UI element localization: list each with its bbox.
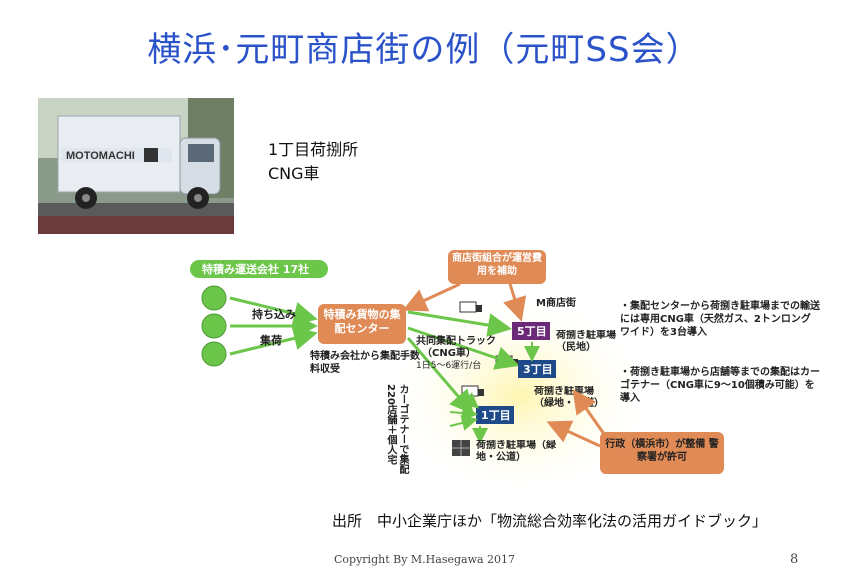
subsidy-arrow xyxy=(402,282,461,312)
parking-public-label-2: 荷捌き駐車場（緑地・公道） xyxy=(476,440,556,463)
arrow xyxy=(407,326,520,370)
center-fee-note: 特積み会社から集配手数料収受 xyxy=(310,351,420,375)
page-number: 8 xyxy=(790,552,799,567)
block-3chome-label: 3丁目 xyxy=(523,363,553,376)
admin-label: 行政（横浜市）が整備 警察署が許可 xyxy=(605,439,719,463)
cargo-container-icon xyxy=(452,440,470,456)
logistics-diagram: 特積み運送会社 17社 持ち込み 集荷 特積み貨物の集配センター 特積み会社から… xyxy=(190,250,820,486)
block-1chome-label: 1丁目 xyxy=(481,409,511,422)
arrow xyxy=(407,310,512,337)
arrow xyxy=(229,326,318,356)
truck-label-2: （CNG車） xyxy=(422,346,476,359)
carriers-label: 特積み運送会社 17社 xyxy=(202,262,309,276)
photo-caption-line2: CNG車 xyxy=(268,164,320,183)
block-5chome-label: 5丁目 xyxy=(517,325,547,338)
bullet-note-1: ・集配センターから荷捌き駐車場までの輸送には専用CNG車（天然ガス、2トンロング… xyxy=(620,301,820,338)
source-citation: 出所 中小企業庁ほか「物流総合効率化法の活用ガイドブック」 xyxy=(332,512,768,530)
consolidation-center-box xyxy=(318,304,406,344)
cart-note: カーゴテナーで集配220店舗＋個人宅 xyxy=(385,384,408,474)
carrier-circle xyxy=(201,341,227,367)
consolidation-center-label: 特積み貨物の集配センター xyxy=(323,308,401,335)
parking-private-label: 荷捌き駐車場（民地） xyxy=(556,330,616,353)
block-1chome xyxy=(476,406,514,424)
truck-label-3: 1日5～6運行/台 xyxy=(416,359,481,371)
carrier-circle xyxy=(201,313,227,339)
subsidy-arrow xyxy=(503,283,527,322)
association-label: 商店街組合が運営費用を補助 xyxy=(452,253,542,277)
copyright: Copyright By M.Hasegawa 2017 xyxy=(334,553,516,566)
carriers-label-box xyxy=(190,260,328,278)
arrow xyxy=(449,415,478,431)
association-box xyxy=(448,250,546,284)
arrow-label-bring: 持ち込み xyxy=(252,307,296,321)
street-label: M商店街 xyxy=(536,296,576,309)
parking-public-label: 荷捌き駐車場（緑地・公道） xyxy=(534,386,604,409)
carrier-circle xyxy=(201,285,227,311)
block-5chome xyxy=(512,322,550,340)
admin-arrow xyxy=(546,420,601,448)
shopping-street-area xyxy=(385,291,655,486)
photo-caption-line1: 1丁目荷捌所 xyxy=(268,140,359,159)
truck-label-1: 共同集配トラック xyxy=(416,334,496,347)
truck-icon xyxy=(459,301,482,313)
slide-title: 横浜･元町商店街の例（元町SS会） xyxy=(147,30,701,70)
arrow xyxy=(449,405,478,421)
arrow-label-collect: 集荷 xyxy=(259,333,282,347)
truck-logo-text: MOTOMACHI xyxy=(66,150,135,162)
truck-photo: MOTOMACHI xyxy=(38,98,234,234)
admin-box xyxy=(600,432,724,474)
arrow xyxy=(461,392,480,409)
bullet-note-2: ・荷捌き駐車場から店舗等までの集配はカーゴテナー（CNG車に9～10個積み可能）… xyxy=(620,367,820,404)
arrow xyxy=(406,337,474,415)
block-3chome xyxy=(518,360,556,378)
admin-arrow xyxy=(572,389,606,435)
